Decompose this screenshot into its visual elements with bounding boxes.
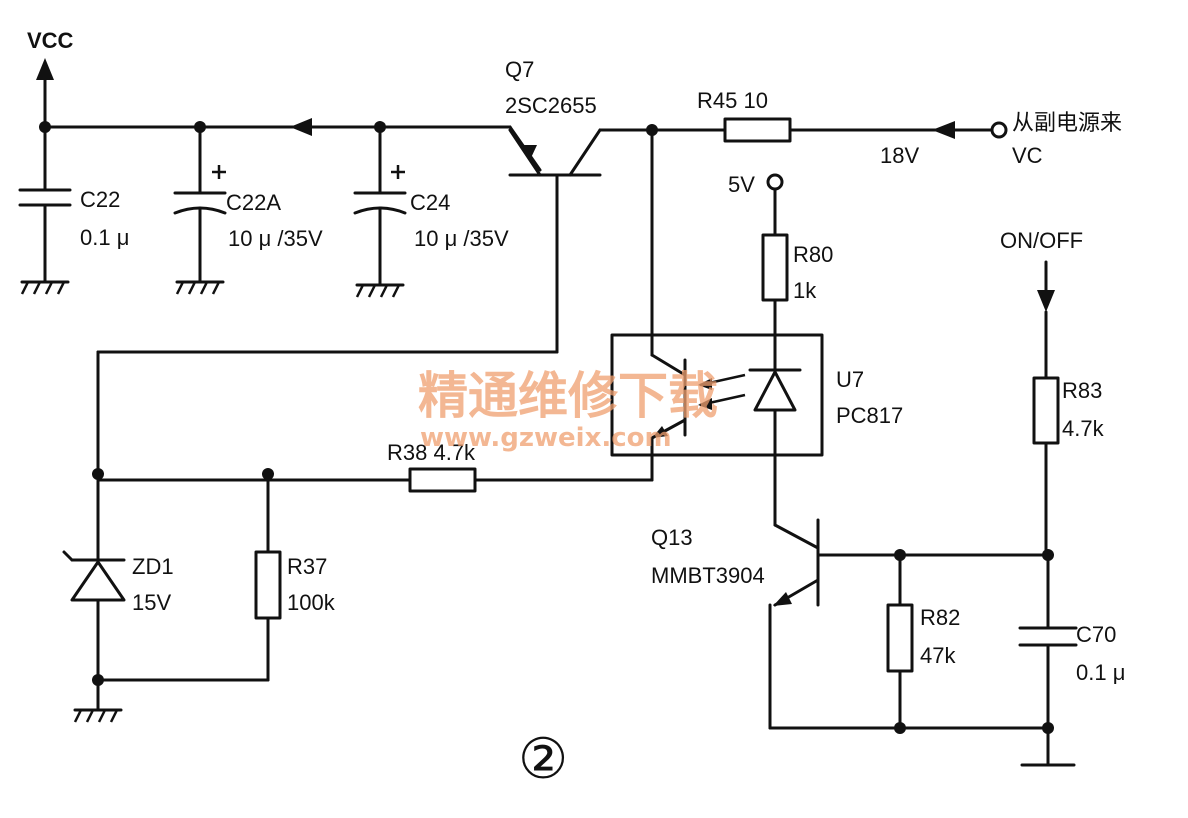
r83-name: R83 (1062, 378, 1102, 403)
resistor-r38: R38 4.7k (96, 440, 654, 493)
transistor-q7: Q7 2SC2655 (505, 57, 657, 354)
watermark: 精通维修下载 www.gzweix.com (418, 367, 718, 453)
resistor-r45: R45 10 18V 从副电源来 VC (653, 88, 1122, 168)
on-off-input: ON/OFF (1000, 228, 1083, 380)
c70-name: C70 (1076, 622, 1116, 647)
arrow-down-icon (1037, 290, 1055, 312)
source-label: 从副电源来 (1012, 110, 1122, 135)
c22a-value: 10 μ /35V (228, 226, 323, 251)
v18-label: 18V (880, 143, 919, 168)
r82-name: R82 (920, 605, 960, 630)
resistor-r82: R82 47k (886, 553, 960, 730)
5v-terminal (766, 173, 784, 191)
c24-value: 10 μ /35V (414, 226, 509, 251)
r37-name: R37 (287, 554, 327, 579)
q7-part: 2SC2655 (505, 93, 597, 118)
c22-value: 0.1 μ (80, 225, 129, 250)
capacitor-c22: C22 0.1 μ (18, 125, 129, 295)
flow-arrow-icon (932, 121, 955, 139)
r83-value: 4.7k (1062, 416, 1105, 441)
flow-arrow-icon (290, 118, 312, 136)
emitter-arrow-icon (773, 592, 792, 606)
c22-name: C22 (80, 187, 120, 212)
r45-label: R45 10 (697, 88, 768, 113)
watermark-url: www.gzweix.com (420, 423, 672, 453)
capacitor-c22a: C22A 10 μ /35V (173, 125, 323, 295)
arrow-up-icon (36, 58, 54, 80)
figure-number: ② (518, 727, 568, 792)
resistor-r80: 5V R80 1k (728, 172, 833, 303)
5v-label: 5V (728, 172, 755, 197)
c22a-name: C22A (226, 190, 281, 215)
q7-name: Q7 (505, 57, 534, 82)
emitter-arrow-icon (652, 426, 668, 438)
r82-value: 47k (920, 643, 956, 668)
vcc-terminal: VCC (27, 28, 74, 129)
q13-name: Q13 (651, 525, 693, 550)
light-arrow-icon (698, 398, 712, 410)
c70-value: 0.1 μ (1076, 660, 1125, 685)
u7-part: PC817 (836, 403, 903, 428)
vc-label: VC (1012, 143, 1043, 168)
on-off-label: ON/OFF (1000, 228, 1083, 253)
input-terminal (990, 121, 1008, 139)
zd1-value: 15V (132, 590, 171, 615)
junction-dot (894, 722, 906, 734)
ground-symbol (73, 678, 123, 723)
zener-zd1: ZD1 15V (62, 472, 174, 682)
light-arrow-icon (698, 378, 712, 390)
optocoupler-u7: U7 PC817 (610, 298, 903, 527)
capacitor-c24: C24 10 μ /35V (353, 125, 509, 298)
resistor-r37: R37 100k (96, 472, 336, 682)
r80-value: 1k (793, 278, 817, 303)
vcc-rail (43, 118, 542, 172)
r38-label: R38 4.7k (387, 440, 476, 465)
zd1-name: ZD1 (132, 554, 174, 579)
q7-base-wire (96, 350, 559, 474)
emitter-arrow-icon (520, 145, 537, 160)
watermark-text: 精通维修下载 (418, 367, 718, 425)
r37-value: 100k (287, 590, 336, 615)
r80-name: R80 (793, 242, 833, 267)
vcc-label: VCC (27, 28, 74, 53)
resistor-r83: R83 4.7k (1032, 376, 1105, 557)
q13-part: MMBT3904 (651, 563, 765, 588)
u7-name: U7 (836, 367, 864, 392)
capacitor-c70: C70 0.1 μ (1018, 553, 1125, 767)
transistor-q13: Q13 MMBT3904 (651, 518, 1050, 730)
c24-name: C24 (410, 190, 450, 215)
